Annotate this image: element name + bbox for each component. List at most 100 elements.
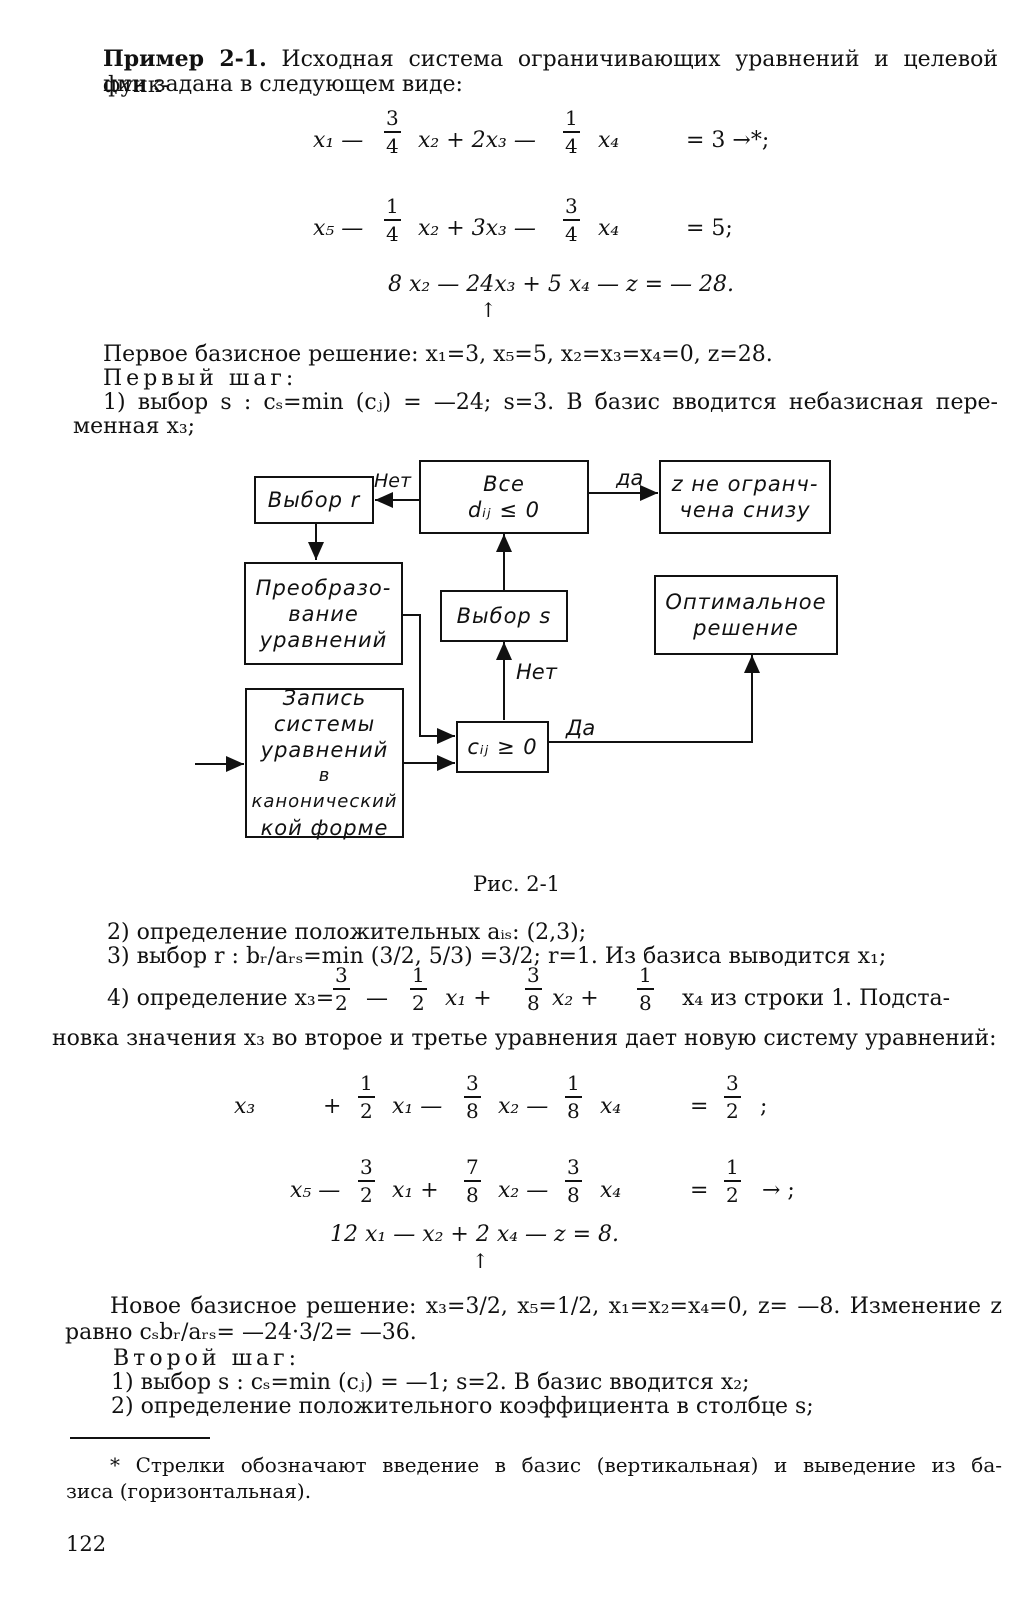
s2-eq1-d: x₂ — — [498, 1094, 549, 1119]
denominator: 4 — [386, 221, 399, 246]
numerator: 3 — [335, 963, 348, 987]
eq1-part-b: x₂ + 2x₃ — — [418, 128, 536, 153]
new-basic-solution-a: Новое базисное решение: x₃=3/2, x₅=1/2, … — [110, 1294, 1002, 1319]
denominator: 8 — [567, 1182, 580, 1207]
box-zapis: Запись системы уравнений в канонический … — [245, 686, 404, 840]
footnote-line-1: * Стрелки обозначают введение в базис (в… — [110, 1453, 1002, 1477]
numerator: 1 — [360, 1071, 373, 1095]
eq2-part-a: x₅ — — [313, 216, 364, 241]
s2-eq2-e: x₄ — [600, 1178, 622, 1203]
box-text: решение — [693, 616, 799, 640]
numerator: 1 — [412, 963, 425, 987]
denominator: 8 — [466, 1182, 479, 1207]
example-label: Пример 2-1. — [103, 46, 267, 72]
page-number: 122 — [66, 1532, 107, 1556]
box-text: чена снизу — [679, 498, 811, 522]
up-arrow-icon: ↑ — [472, 1249, 489, 1273]
new-basic-solution-b: равно cₛbᵣ/aᵣₛ= —24·3/2= —36. — [65, 1320, 417, 1345]
intro-text-1: Исходная система ограничивающих уравнени… — [103, 47, 998, 98]
denominator: 4 — [565, 221, 578, 246]
eq2-part-b: x₂ + 3x₃ — — [418, 216, 536, 241]
eq1-part-c: x₄ — [598, 128, 620, 153]
s2-eq1-c: x₁ — — [392, 1094, 443, 1119]
box-z-unbounded: z не огранч- чена снизу — [659, 460, 831, 534]
box-preobrazovanie: Преобразо- вание уравнений — [244, 562, 403, 665]
box-text: в канонический — [251, 765, 398, 812]
denominator: 2 — [360, 1098, 373, 1123]
s2-eq1-a: x₃ — [234, 1094, 256, 1119]
arrow-preob-to-cij — [402, 614, 455, 744]
item4-x1: x₁ + — [445, 986, 492, 1011]
numerator: 1 — [567, 1071, 580, 1095]
step2-item2: 2) определение положительного коэффициен… — [111, 1394, 814, 1419]
denominator: 2 — [412, 990, 425, 1015]
numerator: 7 — [466, 1155, 479, 1179]
footnote-rule — [70, 1437, 210, 1439]
box-vse-dij: Все dᵢⱼ ≤ 0 — [419, 460, 589, 534]
box-vybor-r: Выбор r — [254, 476, 374, 524]
box-text: Запись — [282, 686, 367, 710]
box-text: z не огранч- — [671, 472, 819, 496]
numerator: 3 — [567, 1155, 580, 1179]
label-net-mid: Нет — [516, 660, 557, 684]
up-arrow-icon: ↑ — [480, 298, 497, 322]
step2-item1: 1) выбор s : cₛ=min (cⱼ) = —1; s=2. В ба… — [111, 1370, 750, 1395]
denominator: 2 — [726, 1098, 739, 1123]
box-text: Выбор s — [456, 604, 552, 628]
first-basic-solution: Первое базисное решение: x₁=3, x₅=5, x₂=… — [103, 342, 773, 367]
eq1-part-a: x₁ — — [313, 128, 364, 153]
box-text: уравнений — [259, 627, 388, 652]
numerator: 3 — [565, 194, 578, 218]
item4-x2: x₂ + — [552, 986, 599, 1011]
box-text: системы — [273, 712, 376, 736]
denominator: 4 — [565, 133, 578, 158]
s2-eq1-tail: ; — [760, 1094, 768, 1119]
denominator: 2 — [335, 990, 348, 1015]
step1-item1-b: менная x₃; — [73, 414, 196, 439]
box-vybor-s: Выбор s — [440, 590, 568, 642]
box-text: уравнений — [260, 738, 389, 762]
s2-eq2-d: x₂ — — [498, 1178, 549, 1203]
s2-eq2-tail: → ; — [762, 1178, 795, 1203]
s2-eq2-c: x₁ + — [392, 1178, 439, 1203]
numerator: 3 — [726, 1071, 739, 1095]
item4-pre: 4) определение x₃= — [107, 986, 335, 1011]
label-da-bottom: Да — [566, 716, 596, 740]
box-text: dᵢⱼ ≤ 0 — [467, 498, 541, 522]
numerator: 3 — [527, 963, 540, 987]
figure-caption: Рис. 2-1 — [472, 872, 561, 896]
denominator: 2 — [726, 1182, 739, 1207]
numerator: 1 — [565, 106, 578, 130]
s2-eq1-e: x₄ — [600, 1094, 622, 1119]
numerator: 1 — [726, 1155, 739, 1179]
item4-post: x₄ из строки 1. Подста- — [682, 986, 951, 1011]
eq2-part-c: x₄ — [598, 216, 620, 241]
box-text: Все — [483, 472, 525, 496]
first-step-heading: Первый шаг: — [103, 366, 298, 391]
box-text: кой форме — [260, 816, 389, 840]
s2-eq2-rhs: = — [690, 1178, 709, 1203]
arrow-cij-to-opt — [548, 655, 760, 743]
s2-eq1-rhs: = — [690, 1094, 709, 1119]
box-optimal: Оптимальное решение — [654, 575, 838, 655]
eq2-rhs: = 5; — [686, 216, 733, 241]
label-da-top: да — [616, 466, 644, 490]
intro-line-2: ции задана в следующем виде: — [103, 72, 463, 97]
s2-eq2-a: x₅ — — [290, 1178, 341, 1203]
box-text: cᵢⱼ ≥ 0 — [467, 735, 538, 759]
box-text: Выбор r — [267, 488, 361, 512]
denominator: 2 — [360, 1182, 373, 1207]
denominator: 8 — [466, 1098, 479, 1123]
